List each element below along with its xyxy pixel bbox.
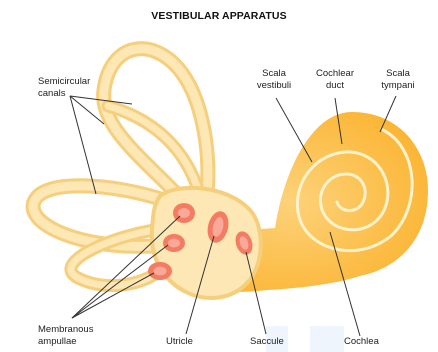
label-saccule: Saccule <box>250 336 284 348</box>
label-cochlear-duct: Cochlear duct <box>308 68 362 91</box>
label-scala-vestibuli: Scala vestibuli <box>248 68 300 91</box>
label-semicircular-canals: Semicircular canals <box>38 76 90 99</box>
ampulla-middle <box>163 234 185 252</box>
leader-scala-vestibuli <box>276 98 312 162</box>
label-utricle: Utricle <box>166 336 193 348</box>
label-membranous-ampullae: Membranous ampullae <box>38 324 93 347</box>
label-scala-tympani: Scala tympani <box>372 68 424 91</box>
ampulla-lower <box>148 262 172 280</box>
label-cochlea: Cochlea <box>344 336 379 348</box>
